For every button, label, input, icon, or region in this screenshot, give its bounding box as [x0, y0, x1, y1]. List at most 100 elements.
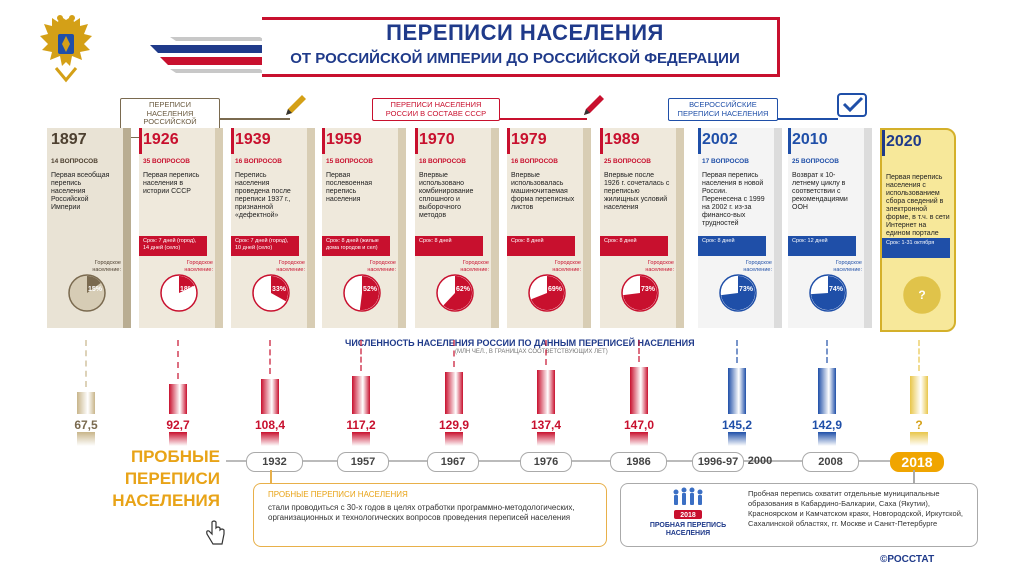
census-questions: 25 ВОПРОСОВ	[792, 158, 839, 165]
hand-pointer-icon	[206, 520, 225, 545]
pie-urban-slice	[811, 276, 845, 310]
population-connector	[453, 340, 455, 367]
population-bar-1926	[169, 384, 187, 414]
census-description: Первая всеобщая перепись населения Росси…	[51, 172, 110, 211]
population-bar-base	[352, 432, 370, 446]
census-description: Впервые использовано комбинирование спло…	[419, 172, 474, 219]
population-value: ?	[915, 418, 923, 432]
population-bar-1897	[77, 392, 95, 414]
census-year: 2020	[886, 133, 922, 150]
population-title: ЧИСЛЕННОСТЬ НАСЕЛЕНИЯ РОССИИ ПО ДАННЫМ П…	[345, 338, 695, 348]
urban-population-label: Городское население:	[92, 260, 121, 273]
census-logo-icon: 2018	[673, 487, 703, 519]
census-description: Первая перепись населения с использовани…	[886, 174, 950, 245]
urban-population-pie: ?	[903, 276, 941, 314]
urban-population-label: Городское население:	[367, 260, 396, 273]
census-questions: 35 ВОПРОСОВ	[143, 158, 190, 165]
test-census-year: 1976	[520, 452, 572, 472]
pie-urban-slice	[87, 276, 101, 293]
census-card-1959: 1959 15 ВОПРОСОВ Первая послевоенная пер…	[322, 128, 406, 328]
census-questions: 15 ВОПРОСОВ	[326, 158, 373, 165]
test-census-box-title: ПРОБНЫЕ ПЕРЕПИСИ НАСЕЛЕНИЯ	[268, 490, 408, 499]
population-bar-base	[537, 432, 555, 446]
census-year: 1979	[511, 131, 547, 148]
population-value: 145,2	[721, 418, 753, 432]
pie-percent-label: 33%	[272, 286, 287, 293]
pie-percent-label: 52%	[363, 286, 378, 293]
test-census-box-text: стали проводиться с 30-х годов в целях о…	[268, 503, 575, 522]
population-bar-1939	[261, 379, 279, 414]
test-census-2018-box	[620, 483, 978, 547]
population-connector	[918, 340, 920, 371]
pie-percent-label: 18%	[180, 286, 195, 293]
urban-population-pie: 18%	[160, 274, 198, 312]
pen-icon	[584, 95, 604, 115]
pie-urban-slice	[623, 276, 657, 310]
census-questions: 25 ВОПРОСОВ	[604, 158, 651, 165]
census-card-1989: 1989 25 ВОПРОСОВ Впервые после 1926 г. с…	[600, 128, 684, 328]
pie-percent-label: 74%	[829, 286, 844, 293]
census-description: Первая послевоенная перепись населения	[326, 172, 373, 203]
census-logo-year: 2018	[680, 512, 696, 519]
census-card-1897: 1897 14 ВОПРОСОВ Первая всеобщая перепис…	[47, 128, 131, 328]
test-census-year: 2000	[747, 455, 773, 467]
test-census-connector	[270, 470, 272, 484]
population-subtitle: (МЛН ЧЕЛ., В ГРАНИЦАХ СООТВЕТСТВУЮЩИХ ЛЕ…	[455, 349, 608, 355]
population-bar-base	[169, 432, 187, 446]
population-bar-1979	[537, 370, 555, 414]
population-value: 117,2	[346, 418, 376, 432]
census-term: Срок: 7 дней (город), 10 дней (село)	[231, 236, 299, 256]
census-year-bar	[698, 128, 701, 154]
census-year-bar	[788, 128, 791, 154]
population-value: 142,9	[811, 418, 843, 432]
census-description: Впервые после 1926 г. сочеталась с переп…	[604, 172, 670, 211]
census-term: Срок: 12 дней	[788, 236, 856, 256]
population-connector	[85, 340, 87, 387]
census-questions: 16 ВОПРОСОВ	[511, 158, 558, 165]
census-year-bar	[600, 128, 603, 154]
test-census-year: 1932	[246, 452, 303, 472]
census-year-bar	[322, 128, 325, 154]
test-census-year: 1986	[610, 452, 667, 472]
era-label-ussr: ПЕРЕПИСИ НАСЕЛЕНИЯ РОССИИ В СОСТАВЕ СССР	[372, 98, 500, 121]
census-description: Возврат к 10-летнему циклу в соответстви…	[792, 172, 848, 211]
census-year-bar	[507, 128, 510, 154]
census-year: 1897	[51, 131, 87, 148]
urban-population-pie: 15%	[68, 274, 106, 312]
pie-urban-slice	[721, 276, 755, 310]
pie-percent-label: 69%	[548, 286, 563, 293]
census-description: Первая перепись населения в истории СССР	[143, 172, 200, 195]
title-frame	[262, 17, 780, 77]
census-year: 1959	[326, 131, 362, 148]
population-value: 129,9	[438, 418, 470, 432]
census-term: Срок: 8 дней	[600, 236, 668, 256]
census-card-2002: 2002 17 ВОПРОСОВ Первая перепись населен…	[698, 128, 782, 328]
population-bar-base	[910, 432, 928, 446]
census-logo-label: ПРОБНАЯ ПЕРЕПИСЬ НАСЕЛЕНИЯ	[649, 522, 727, 537]
census-term: Срок: 1-31 октября	[882, 238, 950, 258]
population-connector	[545, 340, 547, 365]
tablet-icon	[837, 93, 867, 117]
header-stripes	[150, 37, 288, 73]
census-year-bar	[231, 128, 234, 154]
census-year: 2010	[792, 131, 828, 148]
pie-percent-label: 62%	[456, 286, 471, 293]
pie-percent-label: ?	[918, 288, 925, 302]
census-year: 1970	[419, 131, 455, 148]
test-census-title: ПРОБНЫЕ ПЕРЕПИСИ НАСЕЛЕНИЯ	[112, 447, 220, 510]
test-census-year: 1967	[427, 452, 479, 472]
population-connector	[177, 340, 179, 379]
census-year: 1939	[235, 131, 271, 148]
census-term: Срок: 8 дней	[698, 236, 766, 256]
census-card-1970: 1970 18 ВОПРОСОВ Впервые использовано ко…	[415, 128, 499, 328]
census-year-bar	[415, 128, 418, 154]
test-census-2018-text: Пробная перепись охватит отдельные муниц…	[748, 489, 963, 528]
urban-population-pie: 52%	[343, 274, 381, 312]
census-questions: 18 ВОПРОСОВ	[419, 158, 466, 165]
population-bar-2020	[910, 376, 928, 414]
population-bar-1989	[630, 367, 648, 414]
urban-population-label: Городское население:	[184, 260, 213, 273]
test-census-2018-connector	[913, 470, 915, 484]
test-census-year: 2018	[890, 452, 944, 472]
population-bar-base	[728, 432, 746, 446]
